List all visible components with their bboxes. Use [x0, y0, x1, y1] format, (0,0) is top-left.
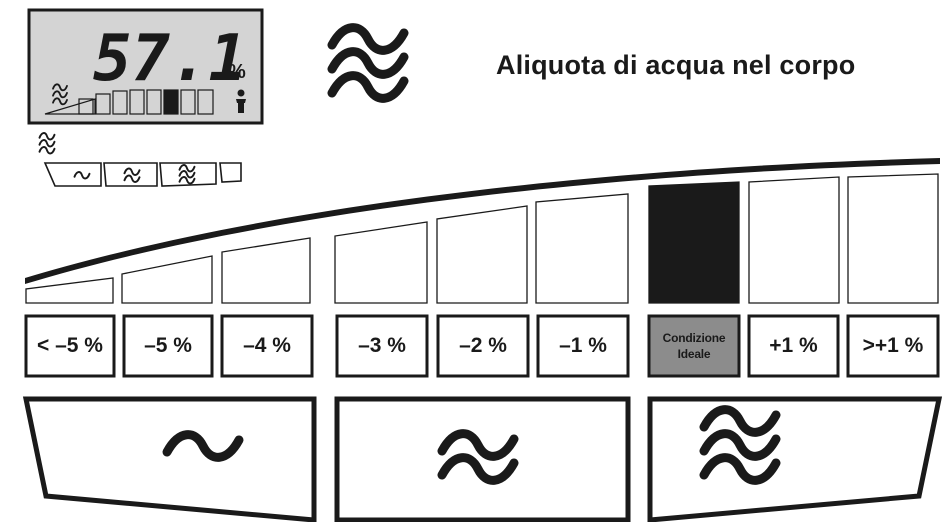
label-box [24, 314, 116, 378]
legend [38, 132, 242, 187]
zone-normal [334, 396, 631, 522]
label-box [122, 314, 214, 378]
lcd-bar-segment [112, 90, 128, 115]
lcd-bar-segment [180, 89, 196, 115]
page-title: Aliquota di acqua nel corpo [496, 50, 856, 80]
label-box [846, 314, 940, 378]
lcd-bar-segment [163, 89, 179, 115]
scale-bar-ideal [648, 181, 740, 304]
legend-header-icon [38, 132, 56, 155]
scale-bar [847, 173, 939, 304]
lcd-bar-segment [129, 89, 145, 115]
label-box [436, 314, 530, 378]
scale-bar [221, 237, 311, 304]
scale-bars [25, 173, 939, 304]
scale-bar [535, 193, 629, 304]
zone-low [22, 396, 317, 522]
label-box [747, 314, 840, 378]
lcd-bar-segment [197, 89, 214, 115]
zone-high [647, 396, 943, 522]
lcd-bar-ramp [44, 98, 96, 115]
lcd-reading: 57.1 [93, 22, 247, 96]
label-box [335, 314, 429, 378]
label-box-ideal [647, 314, 741, 378]
scale-bar [748, 176, 840, 304]
legend-box-2 [103, 162, 158, 187]
lcd-unit: % [228, 61, 246, 83]
scale-bar [334, 221, 428, 304]
lcd-display: 57.1 % [27, 8, 264, 125]
scale-bar [436, 205, 528, 304]
legend-box-1 [43, 162, 102, 187]
scale-bar [121, 255, 213, 304]
scale-bar [25, 277, 114, 304]
label-box [220, 314, 314, 378]
lcd-bar-segment [146, 89, 162, 115]
lcd-bar-segment [78, 98, 94, 115]
zone-panels [22, 396, 943, 522]
legend-box-4 [219, 162, 242, 183]
person-icon [236, 89, 246, 113]
water-icon [332, 28, 404, 99]
lcd-bar-meter [44, 89, 214, 115]
lcd-bar-segment [95, 93, 111, 115]
label-box [536, 314, 630, 378]
